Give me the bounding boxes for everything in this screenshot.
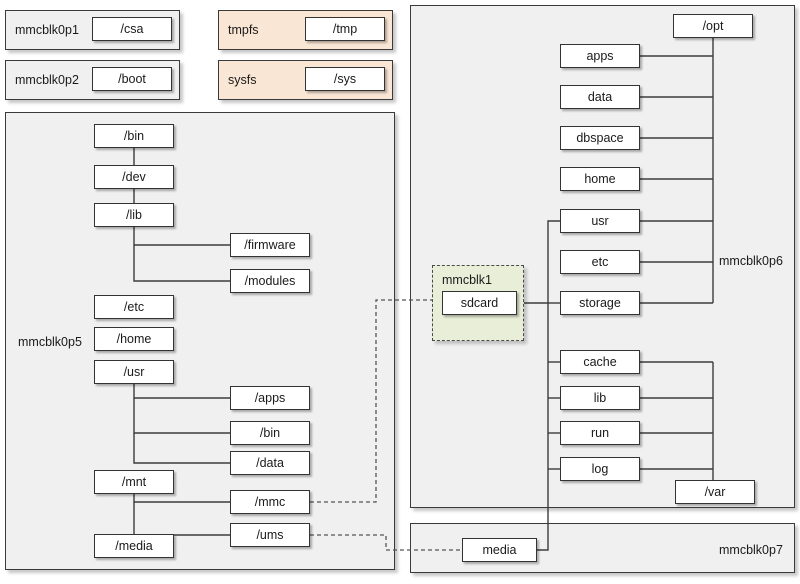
partition-label-mmcblk0p5: mmcblk0p5 [18, 335, 82, 349]
node-sdcard[interactable]: sdcard [442, 291, 517, 315]
node-p6-var-cache[interactable]: cache [560, 350, 640, 374]
node-p5-lib[interactable]: /lib [94, 203, 174, 227]
partition-panel-tmpfs: tmpfs [218, 10, 393, 50]
node-p5-media[interactable]: /media [94, 534, 174, 558]
node-p5-lib-modules[interactable]: /modules [230, 269, 310, 293]
partition-label-mmcblk0p2: mmcblk0p2 [15, 73, 79, 87]
partition-label-sysfs: sysfs [228, 73, 257, 87]
node-p6-var-lib[interactable]: lib [560, 386, 640, 410]
partition-label-mmcblk0p6: mmcblk0p6 [719, 254, 783, 268]
node-p5-usr[interactable]: /usr [94, 360, 174, 384]
node-p5-mnt-ums[interactable]: /ums [230, 523, 310, 547]
node-p5-home[interactable]: /home [94, 327, 174, 351]
partition-label-mmcblk0p7: mmcblk0p7 [719, 543, 783, 557]
node-p6-var-run[interactable]: run [560, 421, 640, 445]
node-p5-usr-apps[interactable]: /apps [230, 386, 310, 410]
partition-label-tmpfs: tmpfs [228, 23, 259, 37]
node-p5-dev[interactable]: /dev [94, 165, 174, 189]
node-p7-media[interactable]: media [462, 538, 537, 562]
node-p6-opt-data[interactable]: data [560, 85, 640, 109]
node-p6-opt-apps[interactable]: apps [560, 44, 640, 68]
node-p6-var[interactable]: /var [675, 480, 755, 504]
node-boot[interactable]: /boot [92, 67, 172, 91]
node-sys[interactable]: /sys [305, 67, 385, 91]
node-p6-opt-dbspace[interactable]: dbspace [560, 126, 640, 150]
node-tmp[interactable]: /tmp [305, 17, 385, 41]
node-p5-bin[interactable]: /bin [94, 124, 174, 148]
node-p6-opt-usr[interactable]: usr [560, 209, 640, 233]
node-p6-opt-home[interactable]: home [560, 167, 640, 191]
node-p5-usr-data[interactable]: /data [230, 451, 310, 475]
node-p6-var-log[interactable]: log [560, 457, 640, 481]
node-p6-opt[interactable]: /opt [673, 14, 753, 38]
node-p5-mnt[interactable]: /mnt [94, 470, 174, 494]
sdcard-group-label: mmcblk1 [442, 273, 493, 287]
node-p5-usr-bin[interactable]: /bin [230, 421, 310, 445]
node-p5-lib-firmware[interactable]: /firmware [230, 233, 310, 257]
node-p5-etc[interactable]: /etc [94, 295, 174, 319]
node-csa[interactable]: /csa [92, 17, 172, 41]
node-p6-opt-etc[interactable]: etc [560, 250, 640, 274]
partition-panel-mmcblk0p5: mmcblk0p5 [5, 112, 395, 570]
partition-label-mmcblk0p1: mmcblk0p1 [15, 23, 79, 37]
node-p5-mnt-mmc[interactable]: /mmc [230, 490, 310, 514]
node-p6-opt-storage[interactable]: storage [560, 291, 640, 315]
